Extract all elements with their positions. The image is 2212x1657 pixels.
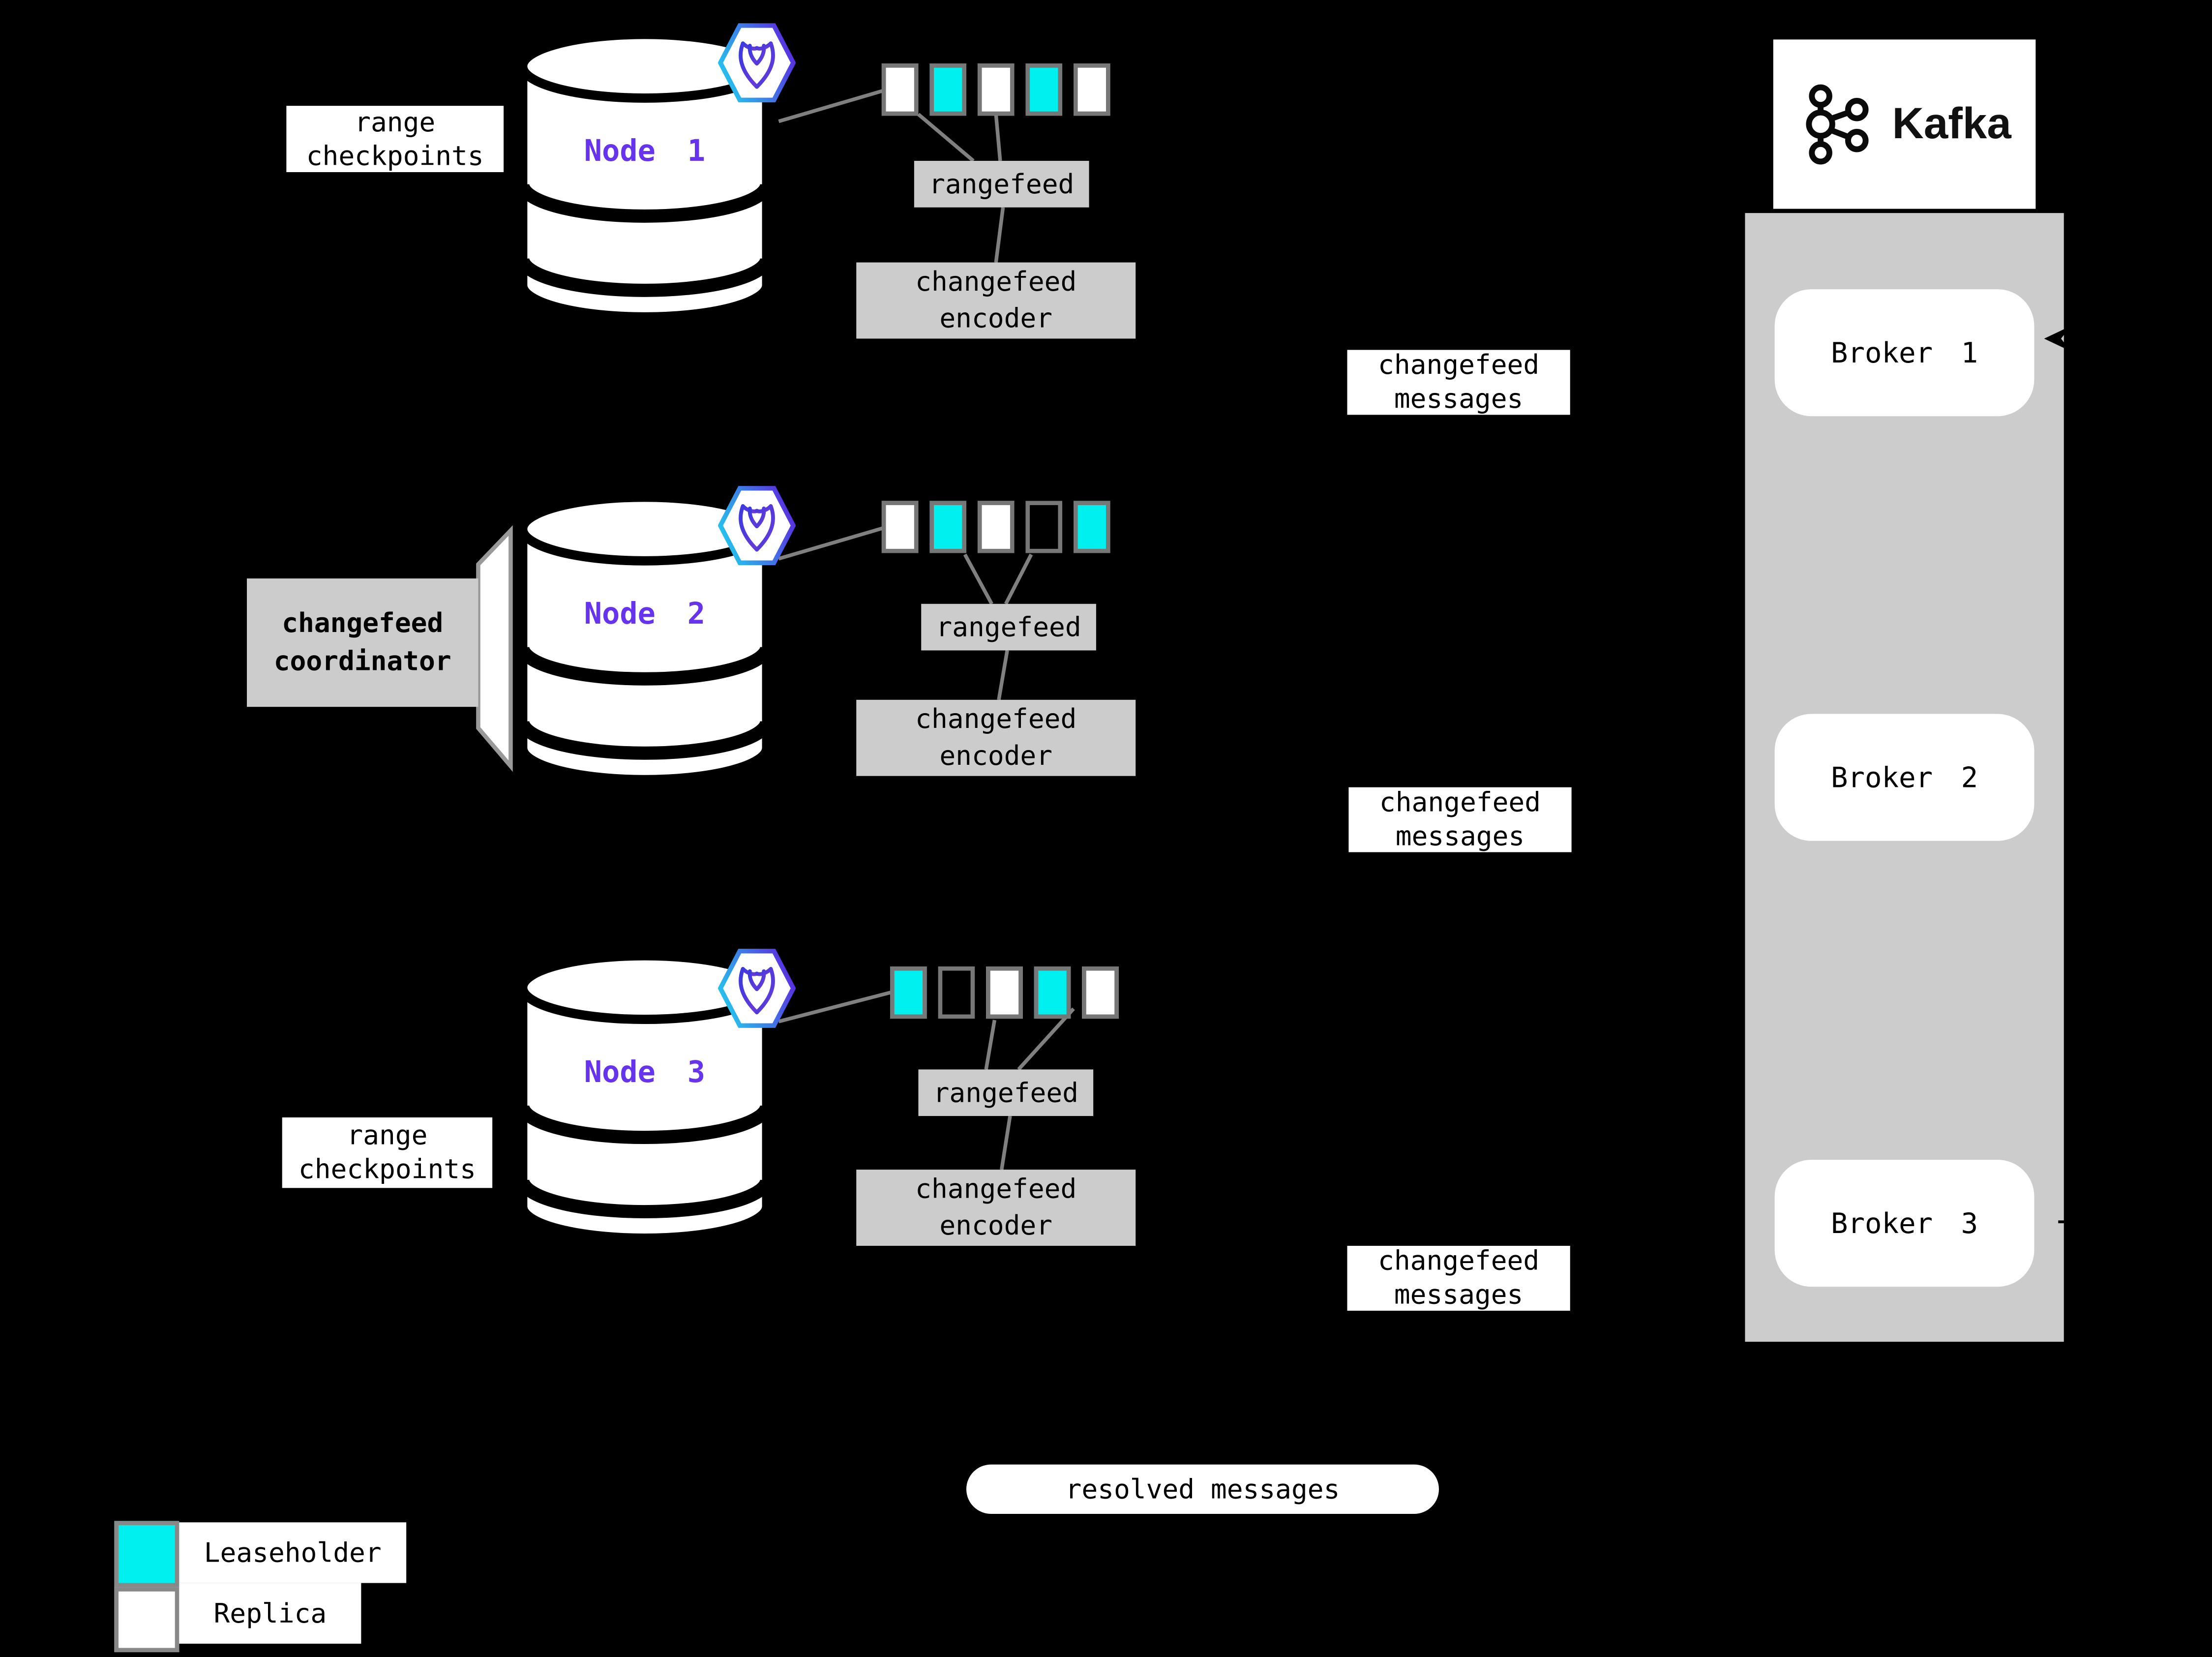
connector-rangefeed-to-encoder — [994, 207, 1005, 263]
node1-database-cylinder — [516, 30, 774, 322]
connector-range-to-rangefeed — [1004, 553, 1033, 605]
kafka-icon — [1806, 84, 1869, 165]
connector-node3-to-ranges — [778, 990, 894, 1024]
broker-3: Broker 3 — [1774, 1159, 2034, 1287]
legend-leaseholder-swatch — [114, 1521, 179, 1588]
range-square-replica — [986, 966, 1023, 1019]
changefeed-encoder-box-node1: changefeed encoder — [856, 262, 1136, 339]
cockroachdb-icon — [718, 23, 796, 103]
range-square-replica — [881, 63, 919, 116]
range-square-leaseholder — [890, 966, 927, 1019]
kafka-wordmark: Kafka — [1892, 98, 2011, 149]
legend-replica-swatch — [114, 1587, 179, 1653]
range-square-leaseholder — [929, 501, 966, 553]
connector-range-to-rangefeed — [984, 1020, 997, 1070]
range-square-leaseholder — [1034, 966, 1071, 1019]
connector-rangefeed-to-encoder — [997, 650, 1009, 700]
changefeed-messages-label-1: changefeed messages — [1347, 350, 1570, 415]
changefeed-messages-label-3: changefeed messages — [1347, 1245, 1570, 1311]
rangefeed-box-node2: rangefeed — [921, 603, 1096, 651]
broker-2: Broker 2 — [1774, 714, 2034, 841]
kafka-logo-box: Kafka — [1773, 39, 2036, 209]
range-square-replica — [881, 501, 919, 553]
range-square-replica — [977, 501, 1015, 553]
rangefeed-box-node3: rangefeed — [918, 1069, 1094, 1116]
connector-range-to-rangefeed — [963, 553, 993, 605]
node2-label: Node 2 — [584, 597, 706, 631]
range-square-leaseholder — [1025, 63, 1063, 116]
changefeed-encoder-box-node3: changefeed encoder — [856, 1170, 1136, 1246]
range-square-leaseholder — [929, 63, 966, 116]
changefeed-messages-label-2: changefeed messages — [1348, 787, 1572, 852]
cockroachdb-icon — [718, 486, 796, 566]
range-checkpoints-label-node1: range checkpoints — [286, 106, 504, 172]
broker-1: Broker 1 — [1774, 289, 2034, 417]
connector-range-to-rangefeed — [994, 114, 1002, 161]
range-square-replica — [1074, 63, 1110, 116]
rangefeed-box-node1: rangefeed — [914, 161, 1089, 208]
changefeed-encoder-box-node2: changefeed encoder — [856, 699, 1136, 776]
range-square-leaseholder — [1074, 501, 1110, 553]
node2-ranges-row — [881, 501, 1110, 553]
range-square-empty — [1025, 501, 1063, 553]
range-checkpoints-label-node3: range checkpoints — [282, 1117, 493, 1188]
legend-leaseholder-label: Leaseholder — [179, 1522, 407, 1583]
node1-label: Node 1 — [584, 134, 706, 168]
node3-label: Node 3 — [584, 1055, 706, 1089]
connector-rangefeed-to-encoder — [1000, 1115, 1012, 1170]
node3-database-cylinder — [516, 951, 774, 1243]
node3-ranges-row — [890, 966, 1119, 1019]
node1-ranges-row — [881, 63, 1110, 116]
range-square-replica — [977, 63, 1015, 116]
resolved-messages-pill: resolved messages — [966, 1464, 1439, 1514]
changefeed-coordinator-box: changefeed coordinator — [247, 578, 478, 707]
coordinator-callout-flap — [476, 525, 513, 772]
range-square-empty — [938, 966, 975, 1019]
range-square-replica — [1082, 966, 1119, 1019]
legend-replica-label: Replica — [179, 1583, 361, 1644]
connector-range-to-rangefeed — [917, 113, 975, 162]
cockroachdb-icon — [718, 948, 796, 1028]
